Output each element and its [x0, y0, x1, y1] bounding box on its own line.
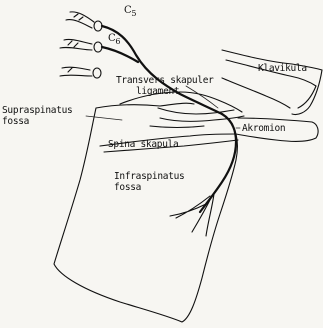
label-infraspinatus-line1: Infraspinatus [114, 172, 184, 182]
root-end-c6 [94, 42, 102, 52]
root-end-c5 [94, 21, 102, 31]
nerve-root-c6 [60, 39, 92, 50]
label-c6: C6 [108, 34, 120, 44]
label-infraspinatus-line2: fossa [114, 183, 141, 193]
nerve-root-c5 [66, 12, 94, 28]
label-transverse-ligament-line2: ligament [136, 87, 179, 97]
nerve-branches-infraspinatus [170, 194, 214, 236]
label-c5-sub: 5 [131, 9, 136, 18]
label-supraspinatus-line2: fossa [2, 117, 29, 127]
label-akromion: Akromion [242, 124, 285, 134]
label-c6-sub: 6 [115, 37, 120, 46]
label-supraspinatus-line1: Supraspinatus [2, 106, 72, 116]
suprascapular-nerve-lower [200, 114, 236, 212]
coracoid-process [222, 78, 290, 108]
label-c5: C5 [124, 6, 136, 16]
nerve-root-c7 [60, 67, 92, 76]
label-spina-skapula: Spina skapula [108, 140, 178, 150]
label-klavikula: Klavikula [258, 64, 307, 74]
nerve-branches-supraspinatus [150, 108, 244, 128]
supraspinatus-leader-line [86, 116, 122, 120]
label-transverse-ligament-line1: Transvers skapuler [116, 76, 214, 86]
root-end-c7 [93, 68, 101, 78]
clavicle-end [292, 70, 322, 115]
